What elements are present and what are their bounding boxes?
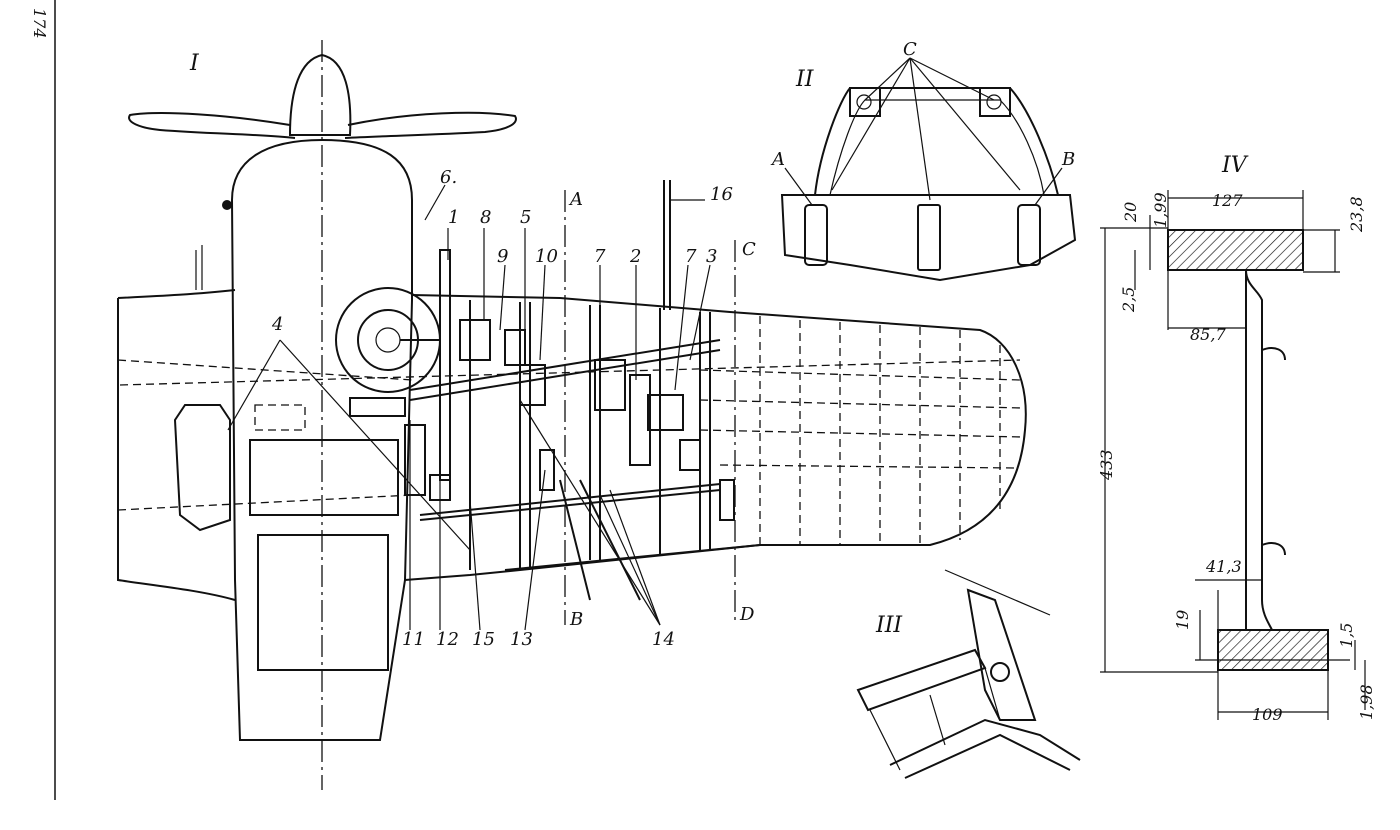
section-mark-b: B [569, 609, 583, 630]
view-2-section: II C A B [770, 39, 1077, 282]
callout-10: 10 [535, 246, 558, 267]
page-number: 174 [30, 8, 49, 39]
dot-mark [222, 200, 232, 210]
dim-41-3: 41,3 [1205, 557, 1242, 576]
section-arch [814, 87, 1059, 196]
bolt-left [856, 94, 872, 110]
propeller-blade-right [344, 111, 517, 139]
callout-4: 4 [271, 314, 283, 335]
section-mark-c: C [742, 239, 756, 260]
dim-19: 19 [1173, 610, 1192, 630]
callout-7a: 7 [594, 246, 606, 267]
fuselage-panel-lower [257, 534, 389, 671]
fitting-left [849, 87, 881, 117]
dim-1-98: 1,98 [1357, 684, 1376, 720]
dim-20: 20 [1121, 202, 1140, 223]
callout-7b: 7 [685, 246, 697, 267]
pad-a [804, 204, 828, 266]
dim-127: 127 [1212, 191, 1243, 210]
dim-109: 109 [1252, 705, 1283, 724]
leader-lines [227, 184, 711, 631]
bottom-cap [1217, 629, 1329, 671]
callout-13: 13 [510, 629, 533, 650]
view-1-title: I [189, 51, 200, 76]
section-frame [780, 194, 1077, 282]
callout-8: 8 [480, 207, 491, 228]
view-3-title: III [875, 613, 903, 638]
callout-16: 16 [710, 184, 733, 205]
top-cap [1167, 229, 1304, 271]
view-4-spar-section: IV 127 1,99 20 23,8 2,5 85,7 433 41,3 19… [1097, 153, 1376, 724]
wing-root-fairing [117, 289, 236, 601]
lug [990, 662, 1010, 682]
dim-85-7: 85,7 [1190, 325, 1226, 344]
dim-1-5: 1,5 [1337, 623, 1356, 648]
callout-3: 3 [706, 246, 717, 267]
dim-23-8: 23,8 [1347, 196, 1366, 233]
stringer-lower [889, 718, 1081, 779]
dim-1-99: 1,99 [1151, 192, 1170, 228]
fuselage-outline [230, 138, 413, 741]
landing-gear-wheel [335, 249, 451, 481]
ref-line [944, 569, 1051, 616]
section-mark-d: D [739, 604, 755, 625]
bolt-right [986, 94, 1002, 110]
view-2-label-b: B [1061, 149, 1075, 170]
bracket-plate [966, 588, 1037, 721]
view-2-label-c: C [903, 39, 917, 60]
web [1245, 269, 1286, 631]
callout-2: 2 [629, 246, 641, 267]
section-arch-inner [829, 99, 1045, 196]
dimension-lines [1100, 190, 1366, 720]
dashed-hatch [254, 404, 306, 431]
callout-12: 12 [436, 629, 459, 650]
wing-spars [409, 300, 761, 571]
propeller-blade-left [128, 112, 296, 139]
callout-5: 5 [520, 207, 531, 228]
dim-2-5: 2,5 [1119, 287, 1138, 313]
pad-center [917, 204, 941, 271]
view-4-title: IV [1221, 153, 1249, 178]
callout-11: 11 [402, 629, 425, 650]
pad-b [1017, 204, 1041, 266]
view-2-title: II [795, 67, 815, 92]
section-mark-a: A [568, 189, 583, 210]
callout-14: 14 [652, 629, 675, 650]
wing-outline [404, 294, 1027, 581]
fuselage-panel-upper [249, 439, 399, 516]
stringer-upper [856, 648, 987, 712]
fitting-right [979, 87, 1011, 117]
propeller-hub [288, 53, 352, 136]
callout-1: 1 [448, 207, 459, 228]
rib-web [869, 667, 1001, 771]
callout-6: 6. [440, 167, 457, 188]
callout-9: 9 [497, 246, 508, 267]
view-2-label-a: A [770, 149, 785, 170]
view-3-detail: III [856, 569, 1081, 779]
access-door [173, 404, 231, 532]
view-2-leaders [784, 57, 1063, 206]
callout-15: 15 [472, 629, 495, 650]
view-1-wing-plan: I 6. 1 8 5 A 16 9 10 7 2 7 3 C 4 11 12 1… [117, 40, 1027, 790]
wing-ribs [117, 316, 1023, 545]
dim-433: 433 [1097, 449, 1116, 481]
antenna-mast [195, 245, 203, 290]
